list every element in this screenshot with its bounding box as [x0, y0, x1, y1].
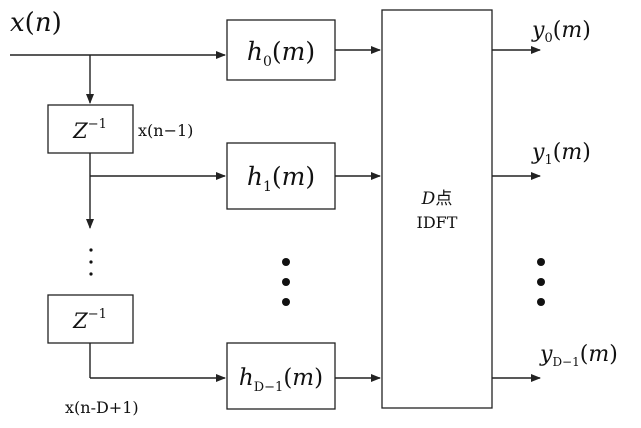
input-label: x(n)	[10, 8, 62, 38]
output-y0-label: y0(m)	[531, 18, 591, 46]
delay-2-output-label: x(n-D+1)	[65, 398, 139, 417]
idft-line1: D点	[421, 189, 453, 209]
filter-h1-label: h1(m)	[247, 162, 315, 195]
left-ellipsis	[89, 248, 92, 275]
idft-line2: IDFT	[417, 213, 458, 232]
delay-1-output-label: x(n−1)	[138, 121, 193, 140]
middle-ellipsis	[282, 258, 290, 306]
output-y1-label: y1(m)	[531, 140, 591, 168]
idft-block	[382, 10, 492, 408]
filter-h0-label: h0(m)	[247, 37, 315, 70]
output-yD-1-label: yD−1(m)	[539, 342, 618, 369]
right-ellipsis	[537, 258, 545, 306]
